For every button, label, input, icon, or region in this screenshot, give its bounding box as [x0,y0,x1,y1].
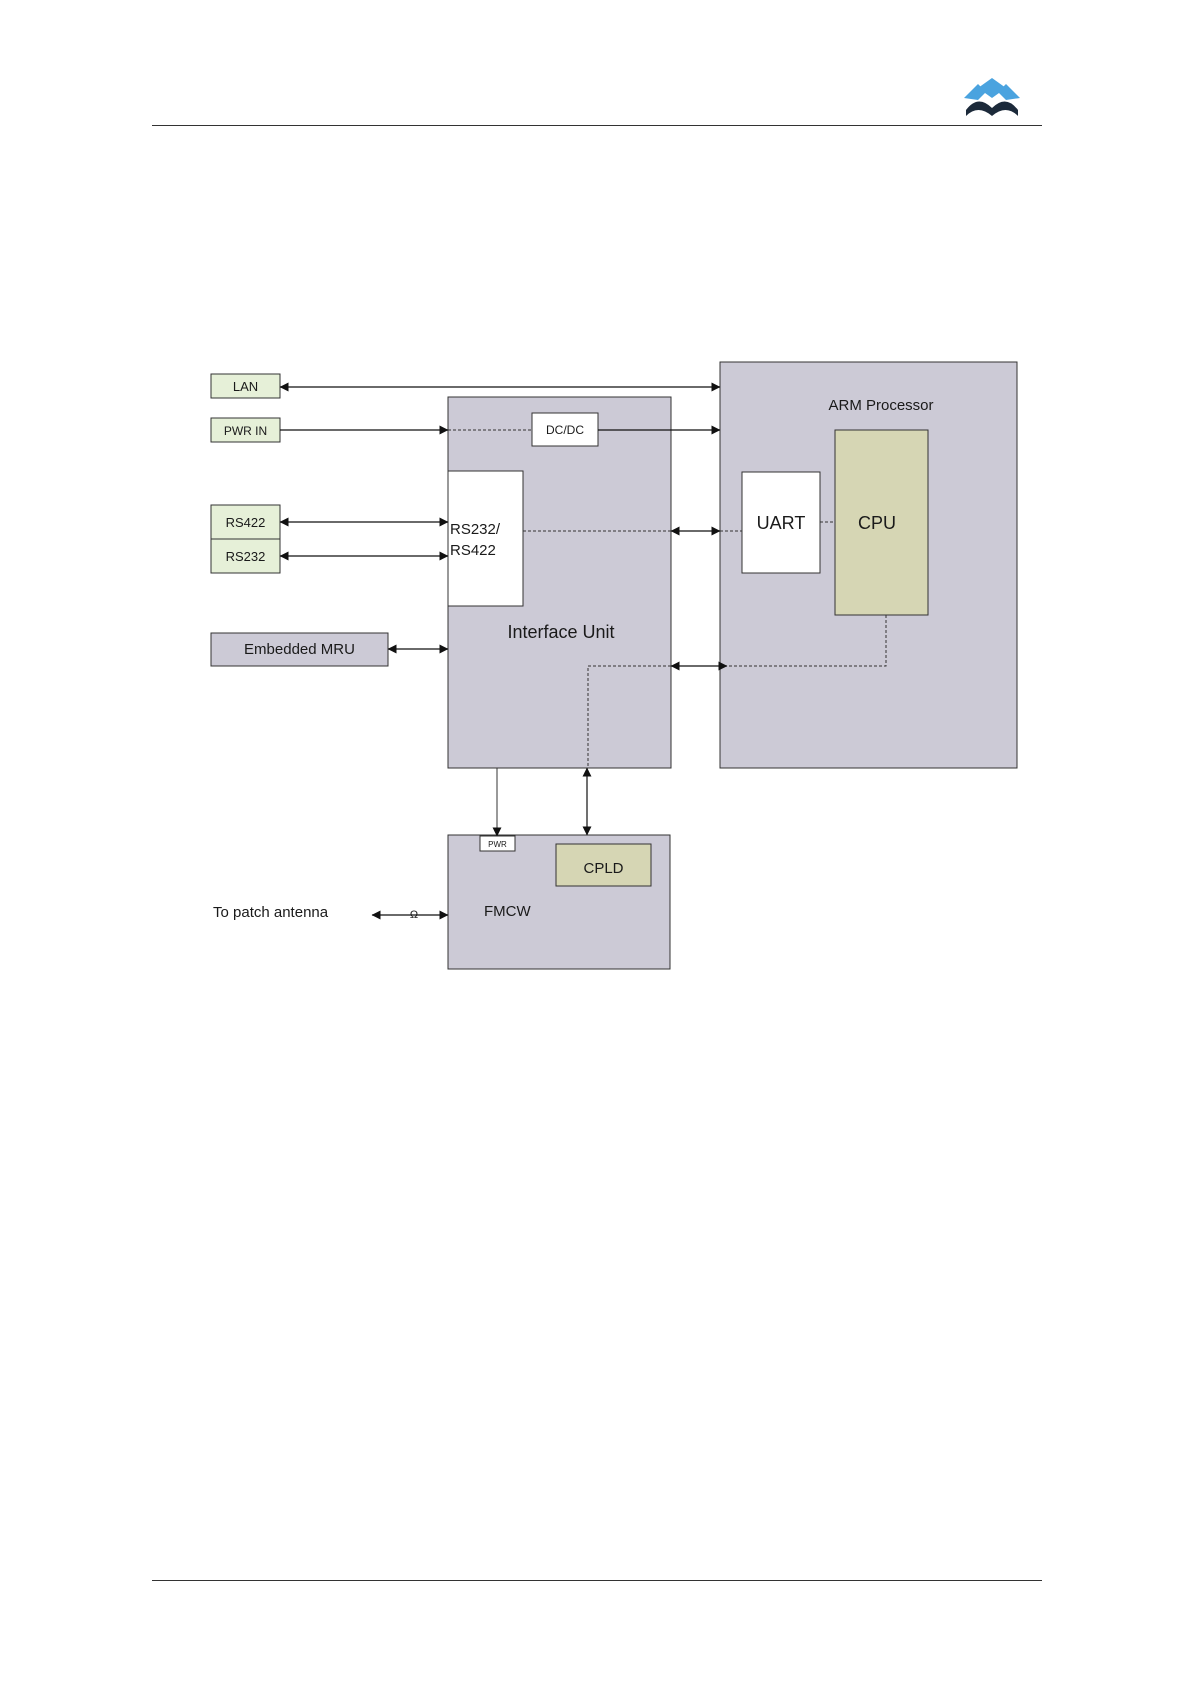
fmcw-label: FMCW [484,903,531,920]
cpld-label: CPLD [583,860,623,877]
serial-interface-block [448,471,523,606]
pwr-in-label: PWR IN [224,424,267,438]
uart-label: UART [757,513,806,533]
embedded-mru-label: Embedded MRU [244,641,355,658]
lan-label: LAN [233,379,258,394]
interface-unit-label: Interface Unit [507,622,614,642]
rs422-label: RS422 [226,515,266,530]
arm-processor-label: ARM Processor [828,397,933,414]
serial-interface-label-1: RS232/ [450,521,501,538]
dcdc-label: DC/DC [546,423,584,437]
cpu-label: CPU [858,513,896,533]
fmcw-pwr-label: PWR [488,840,507,849]
antenna-label: To patch antenna [213,904,329,921]
serial-interface-label-2: RS422 [450,542,496,559]
rs232-label: RS232 [226,549,266,564]
